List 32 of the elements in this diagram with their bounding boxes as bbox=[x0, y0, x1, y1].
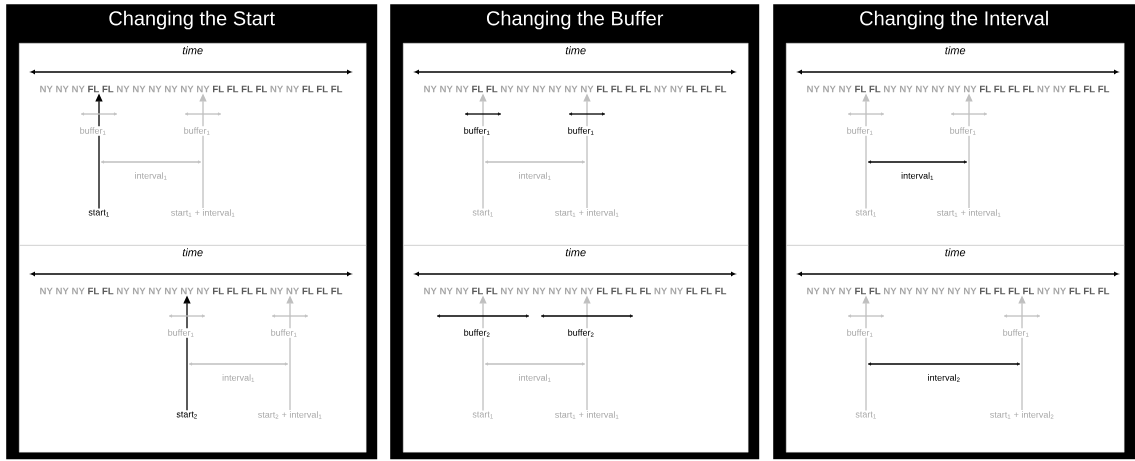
interval-label: interval$_{2}$ bbox=[926, 373, 962, 383]
buffer-label: buffer$_{2}$ bbox=[462, 328, 492, 338]
sequence-row: NY NY NY FL FL NY NY NY NY NY NY FL FL FL FL NY NY FL FL FL bbox=[424, 85, 727, 93]
buffer-label: buffer$_{1}$ bbox=[166, 328, 196, 338]
interval-label: interval$_{1}$ bbox=[900, 171, 935, 181]
buffer-label: buffer$_{2}$ bbox=[566, 328, 596, 338]
start-label: start$_{1}$ + interval$_{1}$ bbox=[555, 209, 619, 217]
buffer-label: buffer$_{1}$ bbox=[566, 126, 596, 136]
sequence-row: NY NY NY FL FL NY NY NY NY NY NY FL FL FL FL NY NY FL FL FL bbox=[40, 85, 343, 93]
start-label: start$_{1}$ + interval$_{1}$ bbox=[937, 209, 1001, 217]
buffer-label: buffer$_{1}$ bbox=[845, 328, 875, 338]
buffer-label: buffer$_{1}$ bbox=[948, 126, 978, 136]
start-label: start$_{1}$ bbox=[88, 209, 109, 217]
sequence-row: NY NY NY FL FL NY NY NY NY NY NY FL FL FL FL NY NY FL FL FL bbox=[424, 287, 727, 295]
sequence-row: NY NY NY FL FL NY NY NY NY NY NY FL FL FL FL NY NY FL FL FL bbox=[807, 85, 1110, 93]
buffer-label: buffer$_{1}$ bbox=[182, 126, 212, 136]
start-label: start$_{2}$ bbox=[176, 411, 197, 419]
buffer-label: buffer$_{1}$ bbox=[78, 126, 108, 136]
buffer-label: buffer$_{1}$ bbox=[1001, 328, 1031, 338]
sequence-row: NY NY NY FL FL NY NY NY NY NY NY FL FL FL FL NY NY FL FL FL bbox=[40, 287, 343, 295]
interval-label: interval$_{1}$ bbox=[517, 171, 553, 181]
buffer-label: buffer$_{1}$ bbox=[462, 126, 492, 136]
interval-label: interval$_{1}$ bbox=[221, 373, 256, 383]
interval-label: interval$_{1}$ bbox=[517, 373, 553, 383]
start-label: start$_{1}$ + interval$_{1}$ bbox=[171, 209, 235, 217]
start-label: start$_{2}$ + interval$_{1}$ bbox=[258, 411, 322, 419]
start-label: start$_{1}$ + interval$_{1}$ bbox=[555, 411, 619, 419]
buffer-label: buffer$_{1}$ bbox=[845, 126, 875, 136]
buffer-label: buffer$_{1}$ bbox=[269, 328, 299, 338]
start-label: start$_{1}$ + interval$_{2}$ bbox=[990, 411, 1054, 419]
sequence-row: NY NY NY FL FL NY NY NY NY NY NY FL FL FL FL NY NY FL FL FL bbox=[807, 287, 1110, 295]
interval-label: interval$_{1}$ bbox=[133, 171, 169, 181]
